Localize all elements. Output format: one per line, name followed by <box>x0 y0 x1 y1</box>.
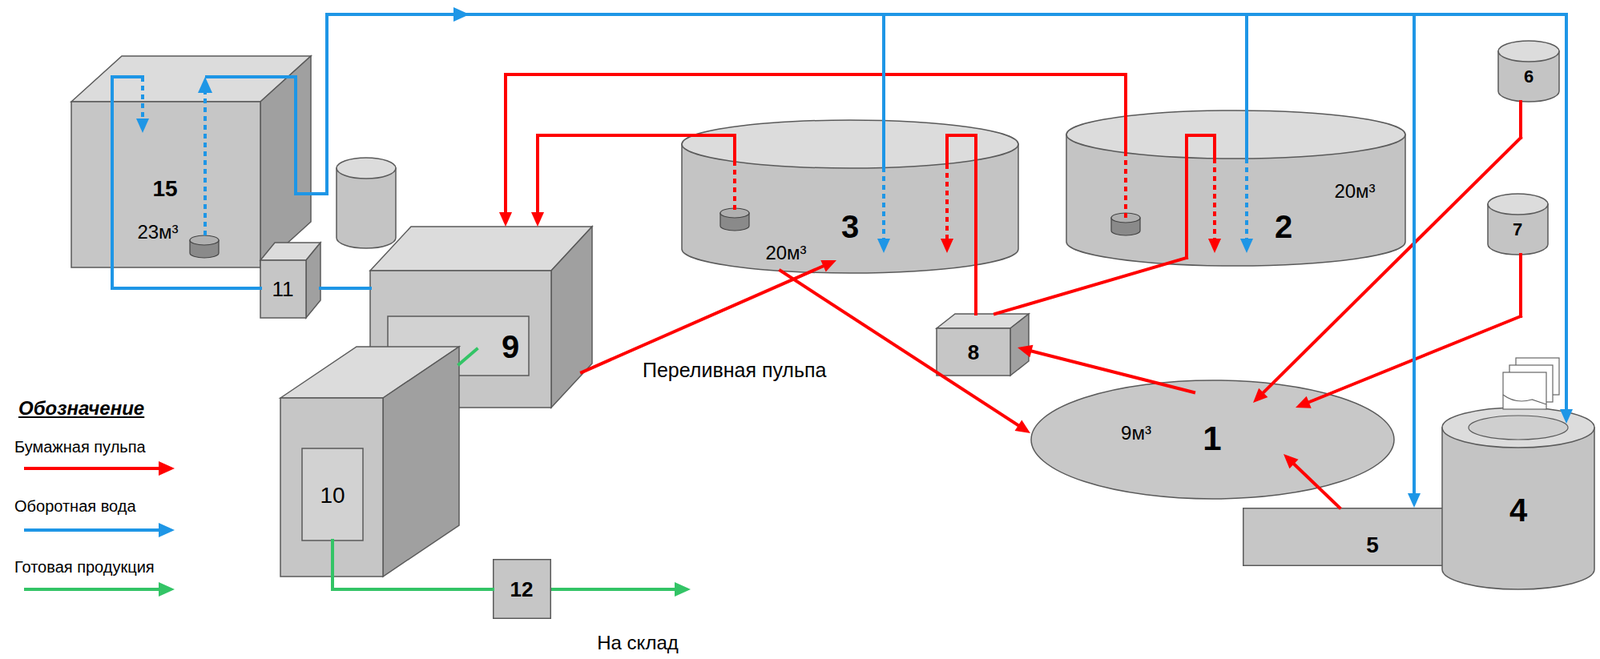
packing-box: 12 <box>492 559 552 620</box>
pump-box-shape <box>936 314 1029 376</box>
paper-icon <box>1503 358 1560 410</box>
output-arrow <box>551 582 691 597</box>
volume-label: 9м³ <box>1120 423 1152 444</box>
callout-number: 6 <box>1523 68 1534 86</box>
flow-connector <box>310 14 1421 508</box>
pulp-tank: 3 20м³ <box>681 120 1019 274</box>
flow-connector <box>581 260 837 373</box>
water-pipe <box>197 76 311 236</box>
spare-cylinder <box>336 157 396 249</box>
flow-note: Переливная пульпа <box>642 360 827 381</box>
flow-connector <box>310 14 1573 424</box>
volume-label: 23м³ <box>137 222 178 242</box>
conveyor-box: 5 <box>1242 507 1444 567</box>
legend-title: Обозначение <box>18 398 145 419</box>
pulp-tank-shape <box>681 120 1019 274</box>
machine-box-shape <box>280 346 460 577</box>
callout-number: 8 <box>967 342 980 363</box>
machine-window <box>302 448 363 541</box>
pulper-tank: 4 <box>1442 407 1595 590</box>
callout-number: 5 <box>1366 534 1379 557</box>
pump-symbol <box>1111 213 1141 236</box>
callout-number: 12 <box>510 579 534 601</box>
legend-text: Бумажная пульпа <box>14 439 146 456</box>
flow-connector <box>780 270 1031 434</box>
callout-number: 11 <box>272 278 295 300</box>
volume-label: 20м³ <box>765 243 807 263</box>
pump-symbol <box>720 208 750 231</box>
callout-number: 2 <box>1274 210 1293 243</box>
mixing-pool: 1 9м³ <box>1030 379 1395 500</box>
pump-symbol <box>189 235 219 258</box>
additive-tank: 7 <box>1487 193 1548 255</box>
callout-number: 9 <box>501 330 520 363</box>
callout-number: 1 <box>1202 422 1222 456</box>
destination-label: На склад <box>596 633 678 653</box>
callout-number: 3 <box>841 210 859 243</box>
conveyor-box-shape <box>1242 507 1444 567</box>
callout-number: 10 <box>319 484 345 508</box>
flow-connector <box>320 288 371 290</box>
volume-label: 20м³ <box>1334 181 1375 202</box>
callout-number: 7 <box>1512 221 1523 239</box>
legend-text: Готовая продукция <box>14 559 155 576</box>
callout-number: 15 <box>152 177 178 201</box>
pump-box: 8 <box>936 314 1029 376</box>
machine-box: 10 <box>280 346 460 577</box>
storage-tank-box-shape <box>71 56 311 268</box>
additive-tank: 6 <box>1498 40 1560 102</box>
flow-arrowhead <box>453 7 470 22</box>
flow-connector <box>1295 254 1521 409</box>
filter-box: 11 <box>260 242 321 319</box>
callout-number: 4 <box>1509 494 1528 527</box>
pulp-tank: 2 20м³ <box>1066 110 1406 266</box>
storage-tank-box: 15 23м³ <box>71 56 311 268</box>
legend-text: Оборотная вода <box>14 498 137 515</box>
